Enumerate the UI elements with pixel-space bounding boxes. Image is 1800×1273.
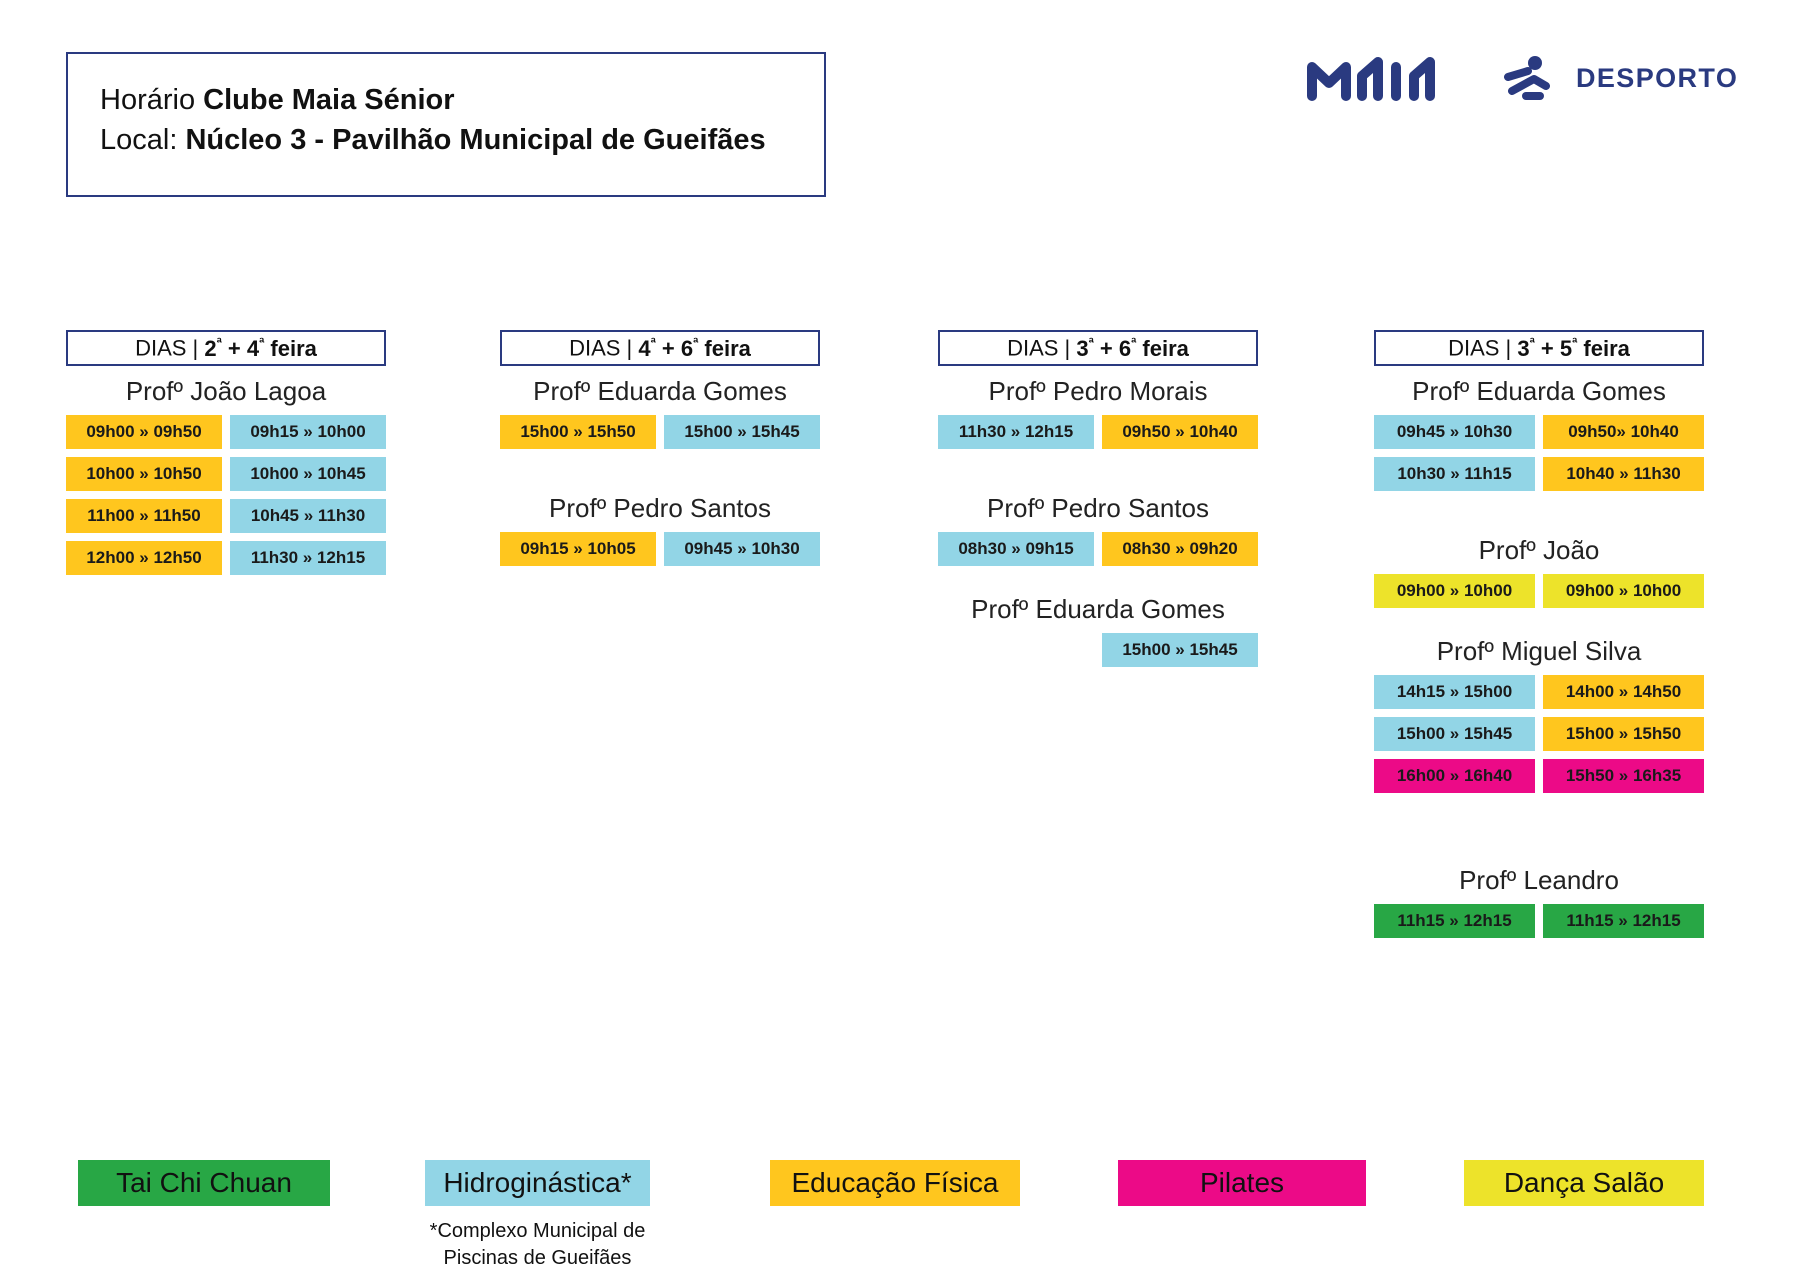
time-slot[interactable]: 08h30 » 09h15 xyxy=(938,532,1094,566)
time-slot[interactable]: 11h30 » 12h15 xyxy=(938,415,1094,449)
legend-chip[interactable]: Dança Salão xyxy=(1464,1160,1704,1206)
time-slot[interactable]: 09h50 » 10h40 xyxy=(1102,415,1258,449)
teacher-name: Profº Pedro Santos xyxy=(987,493,1209,523)
teacher-name: Profº Eduarda Gomes xyxy=(533,376,787,406)
time-slot[interactable]: 14h15 » 15h00 xyxy=(1374,675,1535,709)
days-header-label: DIAS | 3ª + 5ª feira xyxy=(1448,334,1630,361)
legend-chip[interactable]: Educação Física xyxy=(770,1160,1020,1206)
time-slot[interactable]: 10h30 » 11h15 xyxy=(1374,457,1535,491)
legend-chip[interactable]: Hidroginástica* xyxy=(425,1160,650,1206)
page-subtitle: Local: Núcleo 3 - Pavilhão Municipal de … xyxy=(100,120,824,160)
title-prefix: Horário xyxy=(100,84,204,116)
spacer xyxy=(1374,608,1704,630)
teacher-name: Profº Pedro Santos xyxy=(549,493,771,523)
legend-item: Pilates xyxy=(1118,1160,1366,1206)
teacher-name: Profº Pedro Morais xyxy=(988,376,1208,406)
legend-note: *Complexo Municipal de Piscinas de Gueifã… xyxy=(425,1218,650,1272)
spacer xyxy=(938,449,1258,487)
legend-item: Tai Chi Chuan xyxy=(78,1160,330,1206)
time-slot[interactable]: 09h00 » 10h00 xyxy=(1374,574,1535,608)
time-slot[interactable]: 14h00 » 14h50 xyxy=(1543,675,1704,709)
time-slot[interactable]: 09h50» 10h40 xyxy=(1543,415,1704,449)
days-header-label: DIAS | 4ª + 6ª feira xyxy=(569,334,751,361)
time-slot[interactable]: 11h30 » 12h15 xyxy=(230,541,386,575)
days-header-0: DIAS | 2ª + 4ª feira xyxy=(66,330,386,366)
brand-word: DESPORTO xyxy=(1576,62,1739,93)
title-box: Horário Clube Maia Sénior Local: Núcleo … xyxy=(66,52,826,197)
legend-item: Educação Física xyxy=(770,1160,1020,1206)
teacher-name: Profº Miguel Silva xyxy=(1436,636,1642,666)
time-slot-empty xyxy=(938,633,1094,667)
time-slot[interactable]: 15h00 » 15h45 xyxy=(1374,717,1535,751)
time-slot[interactable]: 09h45 » 10h30 xyxy=(1374,415,1535,449)
time-slot[interactable]: 15h00 » 15h45 xyxy=(664,415,820,449)
maia-wordmark-icon xyxy=(1307,57,1435,101)
local-prefix: Local: xyxy=(100,124,186,157)
brand-logo: DESPORTO xyxy=(1305,55,1738,101)
page-title: Horário Clube Maia Sénior xyxy=(100,80,824,120)
time-slot[interactable]: 11h15 » 12h15 xyxy=(1543,904,1704,938)
teacher-name: Profº João xyxy=(1478,535,1600,565)
time-slot[interactable]: 09h45 » 10h30 xyxy=(664,532,820,566)
time-slot[interactable]: 10h00 » 10h45 xyxy=(230,457,386,491)
days-header-1: DIAS | 4ª + 6ª feira xyxy=(500,330,820,366)
time-slot-grid: 15h00 » 15h45 xyxy=(938,633,1258,667)
teacher-name: Profº Leandro xyxy=(1459,865,1619,895)
legend-chip[interactable]: Tai Chi Chuan xyxy=(78,1160,330,1206)
time-slot[interactable]: 15h00 » 15h50 xyxy=(500,415,656,449)
legend: Tai Chi Chuan Hidroginástica* *Complexo Mu… xyxy=(0,1160,1800,1270)
time-slot[interactable]: 12h00 » 12h50 xyxy=(66,541,222,575)
time-slot[interactable]: 11h00 » 11h50 xyxy=(66,499,222,533)
legend-chip[interactable]: Pilates xyxy=(1118,1160,1366,1206)
time-slot[interactable]: 09h15 » 10h05 xyxy=(500,532,656,566)
legend-item: Hidroginástica* *Complexo Municipal de Pis… xyxy=(425,1160,650,1272)
time-slot[interactable]: 09h15 » 10h00 xyxy=(230,415,386,449)
days-header-label: DIAS | 3ª + 6ª feira xyxy=(1007,334,1189,361)
time-slot[interactable]: 15h00 » 15h45 xyxy=(1102,633,1258,667)
time-slot[interactable]: 09h00 » 10h00 xyxy=(1543,574,1704,608)
spacer xyxy=(1374,491,1704,529)
time-slot[interactable]: 16h00 » 16h40 xyxy=(1374,759,1535,793)
spacer xyxy=(1374,793,1704,859)
legend-note-line: Piscinas de Gueifães xyxy=(443,1247,632,1269)
local-strong: Núcleo 3 - Pavilhão Municipal de Gueifãe… xyxy=(185,124,766,157)
time-slot[interactable]: 10h00 » 10h50 xyxy=(66,457,222,491)
title-strong: Clube Maia Sénior xyxy=(203,84,455,116)
time-slot[interactable]: 10h45 » 11h30 xyxy=(230,499,386,533)
time-slot[interactable]: 15h00 » 15h50 xyxy=(1543,717,1704,751)
runner-icon xyxy=(1504,56,1550,100)
spacer xyxy=(938,566,1258,588)
spacer xyxy=(500,449,820,487)
teacher-name: Profº João Lagoa xyxy=(125,376,327,406)
legend-note-line: *Complexo Municipal de xyxy=(429,1220,646,1242)
teacher-name: Profº Eduarda Gomes xyxy=(971,594,1225,624)
time-slot[interactable]: 15h50 » 16h35 xyxy=(1543,759,1704,793)
time-slot[interactable]: 10h40 » 11h30 xyxy=(1543,457,1704,491)
time-slot[interactable]: 08h30 » 09h20 xyxy=(1102,532,1258,566)
days-header-2: DIAS | 3ª + 6ª feira xyxy=(938,330,1258,366)
legend-item: Dança Salão xyxy=(1464,1160,1704,1206)
days-header-3: DIAS | 3ª + 5ª feira xyxy=(1374,330,1704,366)
teacher-name: Profº Eduarda Gomes xyxy=(1412,376,1666,406)
time-slot[interactable]: 11h15 » 12h15 xyxy=(1374,904,1535,938)
days-header-label: DIAS | 2ª + 4ª feira xyxy=(135,334,317,361)
time-slot[interactable]: 09h00 » 09h50 xyxy=(66,415,222,449)
